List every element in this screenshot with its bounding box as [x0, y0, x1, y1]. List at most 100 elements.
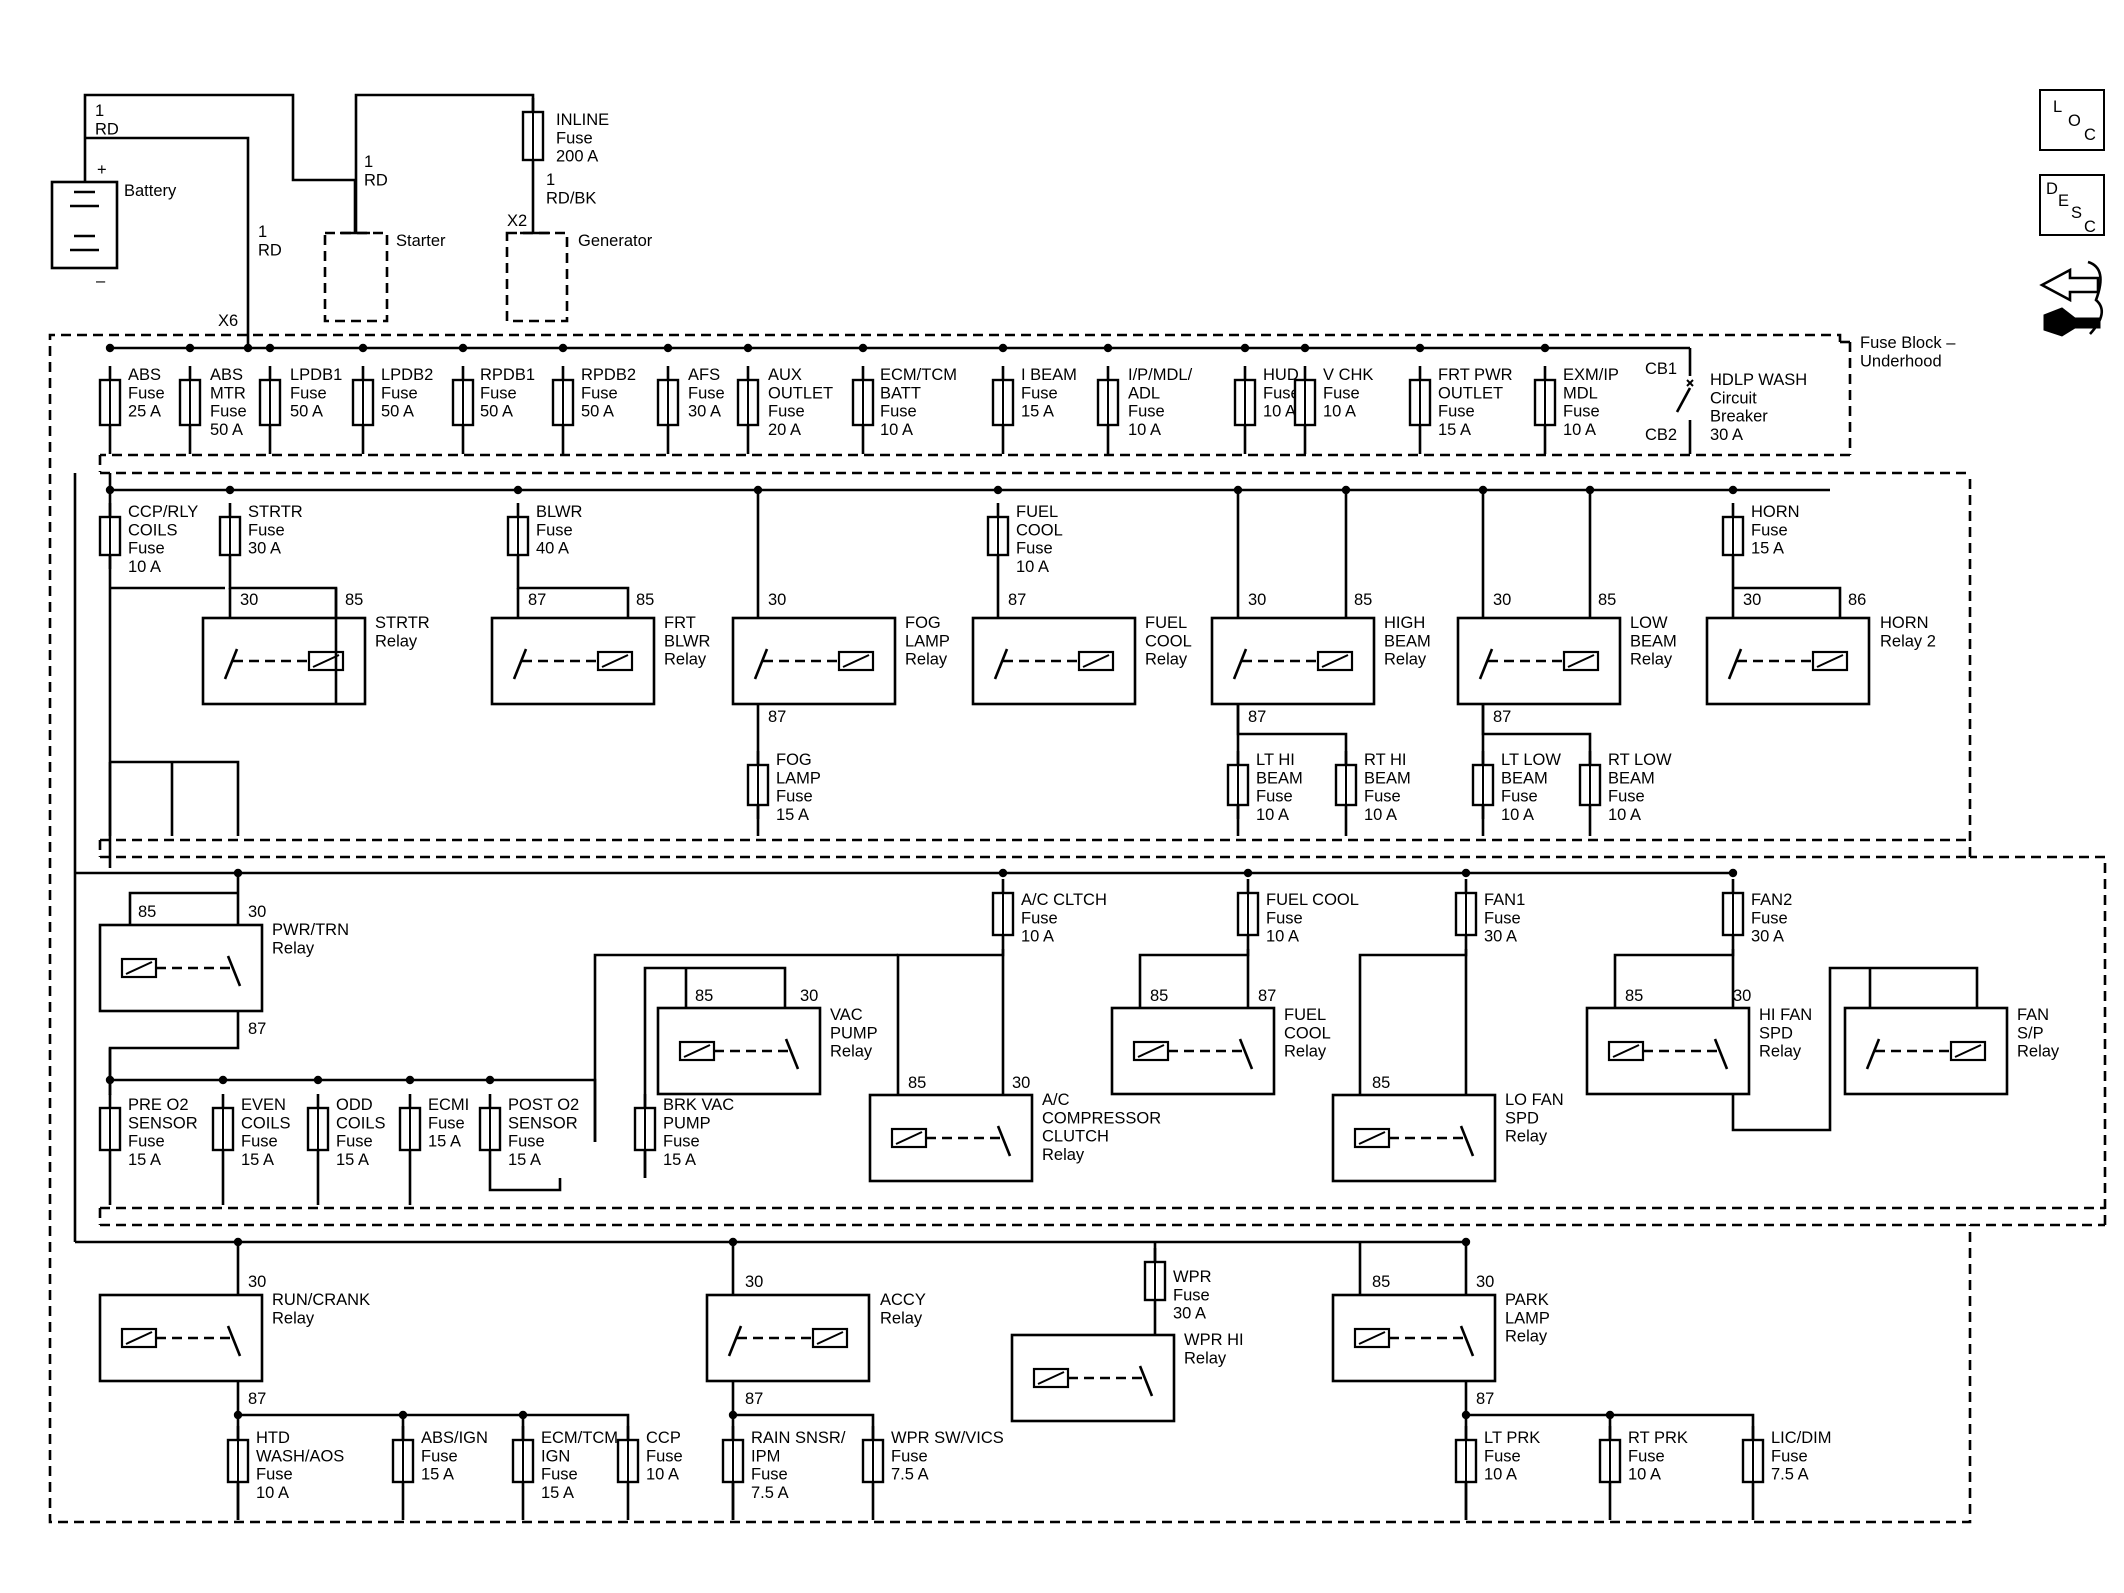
splice-dot — [265, 343, 275, 353]
fuse-row3-low-label: POST O2 — [508, 1096, 579, 1114]
battery-to-fuse-block-wire — [85, 136, 250, 348]
fuse-row3-label: FAN2 — [1751, 891, 1792, 909]
cb1-label: CB1 — [1645, 360, 1677, 378]
relay-label: PUMP — [830, 1024, 878, 1042]
blwr-feed-wire — [516, 569, 630, 618]
relay-label: Relay — [1184, 1349, 1227, 1367]
fuse-row1-label: V CHK — [1323, 366, 1373, 384]
relay-switch — [1238, 1038, 1254, 1070]
relay-label: RUN/CRANK — [272, 1291, 370, 1309]
relay-switch — [727, 1325, 743, 1357]
relay-coil-line — [895, 1131, 923, 1145]
fuse-row2-low-label: 10 A — [1256, 806, 1289, 824]
fuse-row2-low-label: LT LOW — [1501, 751, 1561, 769]
fuse-row2-low-label: LAMP — [776, 769, 821, 787]
fuse-row2-low-label: BEAM — [1364, 769, 1411, 787]
horn-coil-wire — [1733, 586, 1842, 618]
battery-to-starter-wire — [83, 93, 357, 233]
fuse-row2-low-label: 15 A — [776, 806, 809, 824]
fuse-row4-label: CCP — [646, 1429, 681, 1447]
fuse-row4-label: 15 A — [541, 1484, 574, 1502]
fuse-row2-low-label: BEAM — [1501, 769, 1548, 787]
splice-dot — [105, 343, 115, 353]
fuse-row1-label: ECM/TCM — [880, 366, 957, 384]
fuse-row4-label: LIC/DIM — [1771, 1429, 1832, 1447]
fuse-block-label: Underhood — [1860, 352, 1942, 370]
wpr-fuse-label: Fuse — [1173, 1286, 1210, 1304]
fuse-row1-label: BATT — [880, 384, 921, 402]
relay-switch — [1478, 648, 1494, 680]
fuse-row2-label: 10 A — [128, 558, 161, 576]
wire-label: RD — [258, 241, 282, 259]
relay-label: FUEL — [1284, 1006, 1326, 1024]
fuse-row1-label: 20 A — [768, 421, 801, 439]
relay-pin-label: 87 — [528, 591, 546, 609]
splice-dot — [998, 868, 1008, 878]
fuse-row1-label: RPDB2 — [581, 366, 636, 384]
desc-icon-letter: S — [2071, 204, 2082, 222]
relay-coil-line — [1567, 654, 1595, 668]
relay-switch — [784, 1038, 800, 1070]
relay-switch — [1459, 1125, 1475, 1157]
relay-pin-label: 30 — [1248, 591, 1266, 609]
relay-label: SPD — [1505, 1109, 1539, 1127]
fuse-row1-label: 15 A — [1021, 403, 1054, 421]
loc-icon-letter: C — [2084, 126, 2096, 144]
relay-coil-line — [1321, 654, 1349, 668]
relay-pin-label: 30 — [1733, 987, 1751, 1005]
relay-label: S/P — [2017, 1024, 2044, 1042]
relay-pin-label: 30 — [1493, 591, 1511, 609]
fuse-row1-label: 10 A — [1563, 421, 1596, 439]
relay-label: Relay — [1505, 1128, 1548, 1146]
inline-fuse-label: Fuse — [556, 129, 593, 147]
relay-label: HI FAN — [1759, 1006, 1812, 1024]
fuse-row1-label: 15 A — [1438, 421, 1471, 439]
fuse-row3-low-label: PRE O2 — [128, 1096, 189, 1114]
fuse-row4-label: RT PRK — [1628, 1429, 1688, 1447]
relay-pin-label: 87 — [1008, 591, 1026, 609]
relay-label: Relay 2 — [1880, 632, 1936, 650]
fuse-block-label: Fuse Block – — [1860, 334, 1956, 352]
relay-pin-label: 87 — [1248, 708, 1266, 726]
desc-icon-box — [2039, 174, 2105, 236]
fuse-row1-label: Fuse — [1563, 403, 1600, 421]
fuse-row2-label: Fuse — [1751, 521, 1788, 539]
fuse-row3-label: 10 A — [1021, 928, 1054, 946]
splice-dot — [558, 343, 568, 353]
breaker-label: Breaker — [1710, 408, 1768, 426]
fuse-row3-label: Fuse — [1751, 909, 1788, 927]
fuse-row3-low-label: EVEN — [241, 1096, 286, 1114]
fuse-row1-label: I BEAM — [1021, 366, 1077, 384]
inline-fuse-label: INLINE — [556, 111, 609, 129]
connector-x6-label: X6 — [218, 312, 238, 330]
splice-dot — [458, 343, 468, 353]
fuse-row3-label: 30 A — [1484, 928, 1517, 946]
fuse-row1-label: AUX — [768, 366, 802, 384]
relay-pin-label: 85 — [695, 987, 713, 1005]
fuse-row1-label: ABS — [128, 366, 161, 384]
relay-switch — [753, 648, 769, 680]
fuse-row1-label: 50 A — [581, 403, 614, 421]
fuse-row4-label: IPM — [751, 1447, 780, 1465]
fuse-row4-label: RAIN SNSR/ — [751, 1429, 846, 1447]
vac-pump-output-wire — [643, 966, 787, 1178]
fuse-row1-label: Fuse — [1128, 403, 1165, 421]
wrench-shape — [2043, 307, 2101, 337]
fuse-row4-label: Fuse — [1771, 1447, 1808, 1465]
fuse-row1-label: ADL — [1128, 384, 1160, 402]
starter-label: Starter — [396, 232, 446, 250]
fuse-row1-label: Fuse — [768, 403, 805, 421]
breaker-label: 30 A — [1710, 426, 1743, 444]
relay-switch — [226, 1325, 242, 1357]
fuse-row3-low-label: 15 A — [428, 1133, 461, 1151]
relay-label: Relay — [272, 939, 315, 957]
wire-label: 1 — [258, 223, 267, 241]
relay-pin-label: 30 — [745, 1273, 763, 1291]
fuse-row1-label: MTR — [210, 384, 246, 402]
splice-dot — [663, 343, 673, 353]
fuse-row3-low-label: SENSOR — [128, 1114, 198, 1132]
splice-dot — [225, 485, 235, 495]
relay-coil-line — [1612, 1044, 1640, 1058]
fuse-row3-low-label: Fuse — [508, 1133, 545, 1151]
